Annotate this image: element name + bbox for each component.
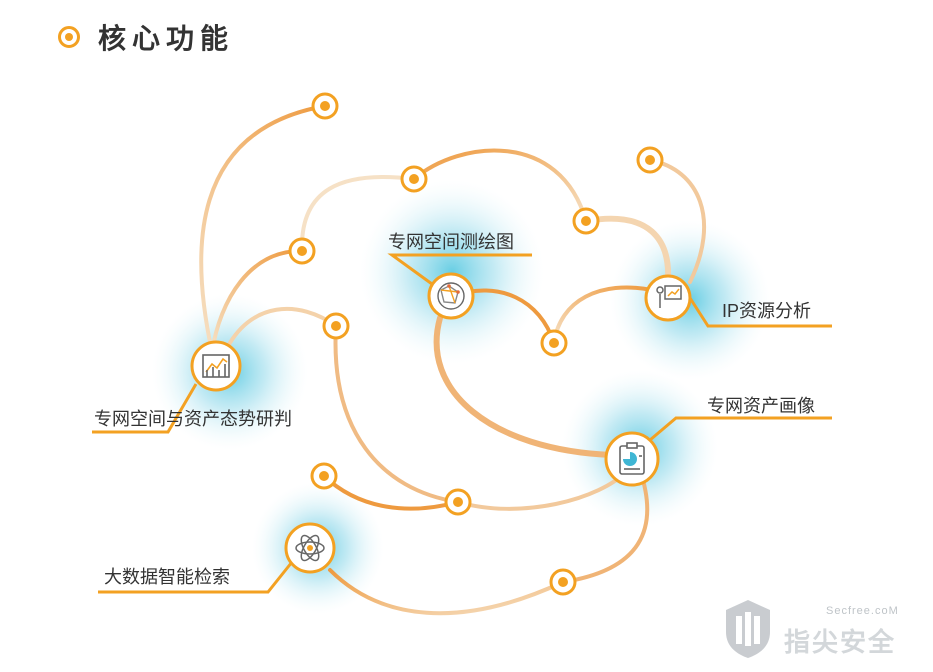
feature-node-ip[interactable] xyxy=(644,274,692,322)
waypoint-node xyxy=(540,329,568,357)
feature-node-search[interactable] xyxy=(284,522,336,574)
leader-line-profile xyxy=(649,416,832,442)
leader-line-search xyxy=(98,561,294,594)
waypoint-node xyxy=(636,146,664,174)
feature-label-ip: IP资源分析 xyxy=(722,301,812,321)
feature-node-profile[interactable] xyxy=(604,431,660,487)
leader-line-ip xyxy=(688,297,832,328)
trend-chart-icon xyxy=(202,354,230,378)
waypoint-node xyxy=(288,237,316,265)
waypoint-node xyxy=(322,312,350,340)
leader-line-situation xyxy=(92,383,198,434)
waypoint-nodes xyxy=(288,92,664,596)
section-heading: 核心功能 xyxy=(58,17,234,57)
atom-search-icon xyxy=(295,534,325,562)
waypoint-node xyxy=(311,92,339,120)
heading-bullet-icon xyxy=(58,26,80,48)
watermark-name: 指尖安全 xyxy=(784,627,897,657)
connection-paths xyxy=(199,104,706,616)
presenter-board-icon xyxy=(656,285,682,308)
waypoint-node xyxy=(549,568,577,596)
waypoint-node xyxy=(444,488,472,516)
shield-logo-icon xyxy=(726,600,770,658)
leader-line-mapping xyxy=(387,253,532,286)
feature-label-profile: 专网资产画像 xyxy=(707,396,815,416)
feature-label-situation: 专网空间与资产态势研判 xyxy=(94,409,292,429)
feature-label-mapping: 专网空间测绘图 xyxy=(388,232,514,252)
network-map-icon xyxy=(437,282,465,310)
clipboard-report-icon xyxy=(619,442,645,475)
feature-label-search: 大数据智能检索 xyxy=(104,567,230,587)
watermark-site: Secfree.coM xyxy=(826,605,899,617)
leader-lines xyxy=(92,253,832,594)
waypoint-node xyxy=(572,207,600,235)
page-title: 核心功能 xyxy=(98,23,235,54)
feature-node-situation[interactable] xyxy=(190,340,242,392)
waypoint-node xyxy=(310,462,338,490)
waypoint-node xyxy=(400,165,428,193)
feature-node-mapping[interactable] xyxy=(427,272,475,320)
